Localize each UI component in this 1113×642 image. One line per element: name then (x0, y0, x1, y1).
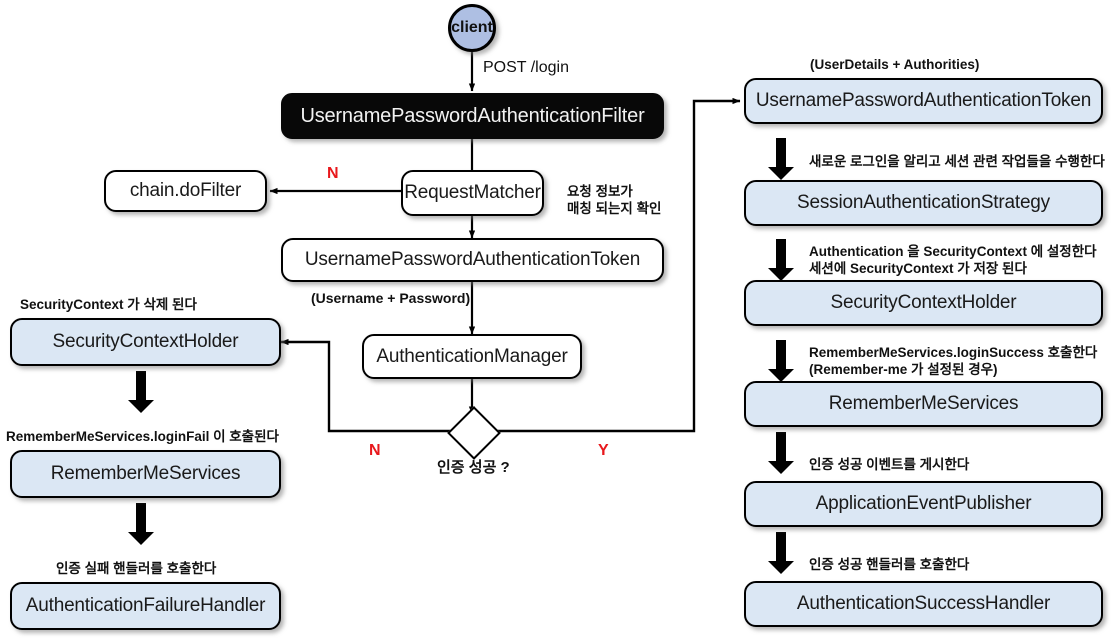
node-authentication-failure-handler[interactable]: AuthenticationFailureHandler (10, 582, 281, 630)
node-security-context-holder-left[interactable]: SecurityContextHolder (10, 318, 281, 366)
label-security-context-note-line1: Authentication 을 SecurityContext 에 설정한다 (809, 244, 1097, 259)
node-authentication-failure-handler-label: AuthenticationFailureHandler (25, 595, 266, 616)
block-arrow-securitycontextholder-to-rememberme-left (128, 371, 154, 413)
label-username-password: (Username + Password) (311, 290, 471, 306)
block-arrow-sessionstrategy-to-securitycontextholder (768, 239, 794, 281)
label-user-details-authorities: (UserDetails + Authorities) (810, 57, 980, 72)
block-arrow-rememberme-to-failurehandler-left (128, 503, 154, 545)
node-token-left-label: UsernamePasswordAuthenticationToken (304, 249, 641, 270)
block-arrow-token-to-sessionstrategy (768, 138, 794, 180)
node-filter-label: UsernamePasswordAuthenticationFilter (300, 104, 645, 127)
label-request-matcher-note: 요청 정보가 매칭 되는지 확인 (567, 183, 661, 218)
block-arrow-eventpublisher-to-successhandler (768, 532, 794, 574)
node-session-authentication-strategy-label: SessionAuthenticationStrategy (797, 192, 1050, 213)
node-username-password-authentication-token-right[interactable]: UsernamePasswordAuthenticationToken (744, 78, 1103, 124)
label-branch-yes: Y (598, 442, 609, 459)
label-request-matcher-note-line1: 요청 정보가 (567, 184, 633, 199)
node-remember-me-services-right[interactable]: RememberMeServices (744, 381, 1103, 427)
label-publish-success-event: 인증 성공 이벤트를 게시한다 (809, 457, 970, 472)
label-request-matcher-note-line2: 매칭 되는지 확인 (567, 201, 662, 217)
label-security-context-note-line2: 세션에 SecurityContext 가 저장 된다 (809, 261, 1027, 277)
node-token-right-label: UsernamePasswordAuthenticationToken (755, 90, 1092, 111)
block-arrow-securitycontextholder-to-rememberme (768, 340, 794, 382)
node-security-context-holder-right[interactable]: SecurityContextHolder (744, 280, 1103, 326)
node-request-matcher-label: RequestMatcher (404, 182, 541, 203)
node-authentication-manager[interactable]: AuthenticationManager (362, 334, 582, 379)
label-session-strategy-note: 새로운 로그인을 알리고 세션 관련 작업들을 수행한다 (809, 154, 1105, 169)
node-session-authentication-strategy[interactable]: SessionAuthenticationStrategy (744, 180, 1103, 226)
node-chain-dofilter-label: chain.doFilter (129, 180, 242, 201)
label-security-context-note: Authentication 을 SecurityContext 에 설정한다 … (809, 243, 1097, 278)
node-request-matcher[interactable]: RequestMatcher (401, 170, 544, 216)
node-username-password-authentication-token-left[interactable]: UsernamePasswordAuthenticationToken (281, 238, 664, 282)
node-authentication-manager-label: AuthenticationManager (376, 345, 568, 367)
node-remember-me-services-left-label: RememberMeServices (50, 463, 241, 484)
node-decision-auth-success[interactable] (447, 406, 501, 460)
node-username-password-authentication-filter[interactable]: UsernamePasswordAuthenticationFilter (281, 93, 664, 139)
label-remember-me-success-note: RememberMeServices.loginSuccess 호출한다 (Re… (809, 344, 1097, 379)
label-call-failure-handler: 인증 실패 핸들러를 호출한다 (56, 561, 217, 576)
node-authentication-success-handler[interactable]: AuthenticationSuccessHandler (744, 581, 1103, 627)
node-security-context-holder-left-label: SecurityContextHolder (52, 331, 239, 352)
label-branch-no: N (369, 442, 381, 459)
node-chain-dofilter[interactable]: chain.doFilter (104, 170, 267, 212)
label-remember-me-login-fail: RememberMeServices.loginFail 이 호출된다 (6, 429, 279, 444)
node-client[interactable]: client (448, 4, 496, 52)
label-remember-me-success-line2: (Remember-me 가 설정된 경우) (809, 362, 998, 378)
node-client-label: client (451, 19, 493, 36)
node-application-event-publisher[interactable]: ApplicationEventPublisher (744, 481, 1103, 527)
label-branch-no-requestmatcher: N (327, 165, 339, 182)
block-arrow-rememberme-to-eventpublisher (768, 432, 794, 474)
label-post-login: POST /login (483, 59, 569, 76)
label-security-context-cleared: SecurityContext 가 삭제 된다 (20, 297, 197, 312)
node-remember-me-services-right-label: RememberMeServices (828, 393, 1019, 414)
label-remember-me-success-line1: RememberMeServices.loginSuccess 호출한다 (809, 345, 1098, 360)
node-authentication-success-handler-label: AuthenticationSuccessHandler (796, 593, 1051, 614)
label-decision-auth-success: 인증 성공 ? (437, 459, 510, 476)
label-call-success-handler: 인증 성공 핸들러를 호출한다 (809, 557, 970, 572)
node-application-event-publisher-label: ApplicationEventPublisher (815, 493, 1032, 514)
node-remember-me-services-left[interactable]: RememberMeServices (10, 450, 281, 498)
node-security-context-holder-right-label: SecurityContextHolder (830, 292, 1017, 313)
